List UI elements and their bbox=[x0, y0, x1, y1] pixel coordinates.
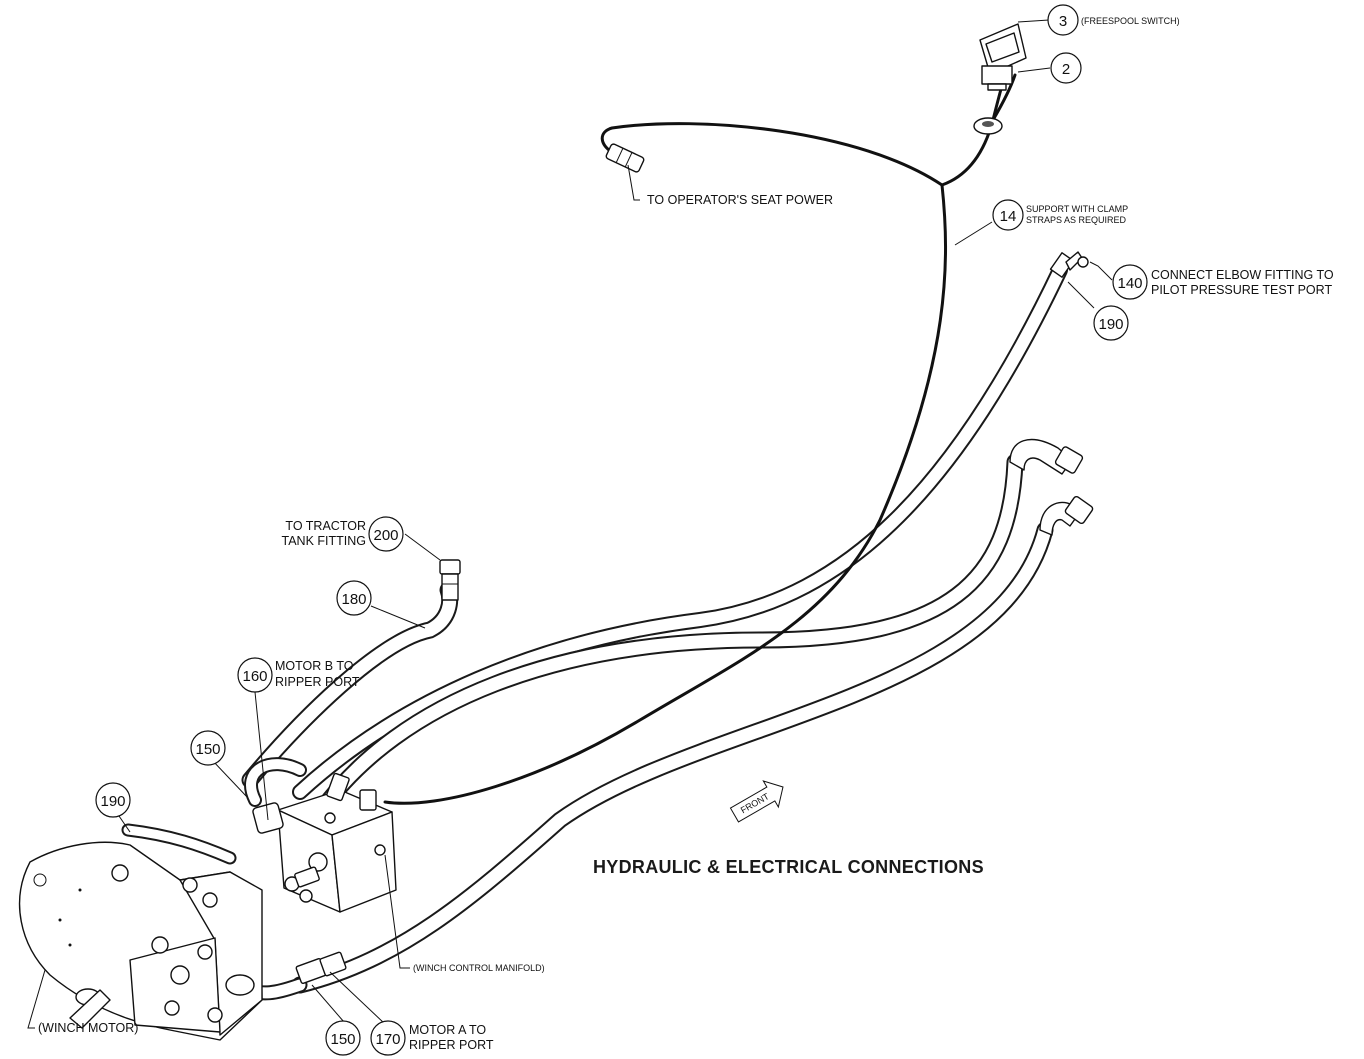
winch-control-manifold bbox=[277, 789, 397, 913]
callout-150-top: 150 bbox=[190, 730, 226, 766]
callout-170-number: 170 bbox=[375, 1031, 400, 1048]
callout-150-top-number: 150 bbox=[195, 741, 220, 758]
callout-200-note-1: TO TRACTOR bbox=[285, 519, 366, 533]
freespool-switch-label: (FREESPOOL SWITCH) bbox=[1081, 16, 1180, 26]
callout-200-number: 200 bbox=[373, 527, 398, 544]
hose-180-tank bbox=[241, 581, 459, 789]
hose-to-lower-elbow bbox=[291, 521, 1054, 994]
callout-3-number: 3 bbox=[1059, 13, 1067, 30]
callout-160: 160 MOTOR B TO RIPPER PORT bbox=[237, 657, 360, 693]
electrical-harness bbox=[383, 73, 1017, 805]
callout-150-bottom-number: 150 bbox=[330, 1031, 355, 1048]
winch-motor bbox=[18, 841, 263, 1041]
callout-140-note-2: PILOT PRESSURE TEST PORT bbox=[1151, 283, 1332, 297]
callout-2-number: 2 bbox=[1062, 61, 1070, 78]
callout-190-top-number: 190 bbox=[1098, 316, 1123, 333]
callout-160-number: 160 bbox=[242, 668, 267, 685]
lower-elbow-fitting bbox=[1039, 495, 1094, 536]
callout-170: 170 MOTOR A TO RIPPER PORT bbox=[370, 1020, 494, 1056]
seat-power-connector bbox=[605, 143, 645, 173]
hose-loop-150 bbox=[244, 757, 307, 807]
callout-140-note-1: CONNECT ELBOW FITTING TO bbox=[1151, 268, 1334, 282]
callout-190-left-number: 190 bbox=[100, 793, 125, 810]
callout-14: 14 SUPPORT WITH CLAMP STRAPS AS REQUIRED bbox=[992, 199, 1128, 231]
callout-170-note-2: RIPPER PORT bbox=[409, 1038, 494, 1052]
callout-200: 200 TO TRACTOR TANK FITTING bbox=[282, 516, 404, 552]
callout-150-bottom: 150 bbox=[325, 1020, 361, 1056]
callout-170-note-1: MOTOR A TO bbox=[409, 1023, 486, 1037]
callout-190-left: 190 bbox=[95, 782, 131, 818]
callout-2: 2 bbox=[1050, 52, 1082, 84]
callout-180-number: 180 bbox=[341, 591, 366, 608]
freespool-switch bbox=[979, 23, 1027, 91]
upper-elbow-fitting bbox=[1009, 438, 1084, 475]
hose-to-upper-elbow bbox=[311, 453, 1024, 821]
hose-long-to-elbow bbox=[292, 262, 1068, 800]
seat-power-note: TO OPERATOR'S SEAT POWER bbox=[647, 193, 833, 207]
manifold-note: (WINCH CONTROL MANIFOLD) bbox=[413, 963, 545, 973]
winch-motor-note: (WINCH MOTOR) bbox=[38, 1021, 138, 1035]
callout-140-number: 140 bbox=[1117, 275, 1142, 292]
tank-fitting bbox=[439, 559, 461, 601]
callout-180: 180 bbox=[336, 580, 372, 616]
callout-14-note-2: STRAPS AS REQUIRED bbox=[1026, 215, 1127, 225]
front-direction-arrow: FRONT bbox=[729, 780, 784, 823]
callout-160-note-1: MOTOR B TO bbox=[275, 659, 354, 673]
hose-190-left bbox=[121, 823, 237, 865]
callout-3: 3 (FREESPOOL SWITCH) bbox=[1047, 4, 1180, 36]
callout-140: 140 CONNECT ELBOW FITTING TO PILOT PRESS… bbox=[1112, 264, 1334, 300]
diagram-title: HYDRAULIC & ELECTRICAL CONNECTIONS bbox=[593, 857, 984, 877]
switch-grommet bbox=[973, 117, 1003, 135]
leader-lines bbox=[27, 19, 1113, 1029]
callout-160-note-2: RIPPER PORT bbox=[275, 675, 360, 689]
callout-200-note-2: TANK FITTING bbox=[282, 534, 367, 548]
callout-14-number: 14 bbox=[1000, 208, 1017, 225]
pilot-elbow-fitting bbox=[1049, 251, 1089, 278]
callout-190-top: 190 bbox=[1093, 305, 1129, 341]
callout-14-note-1: SUPPORT WITH CLAMP bbox=[1026, 204, 1128, 214]
